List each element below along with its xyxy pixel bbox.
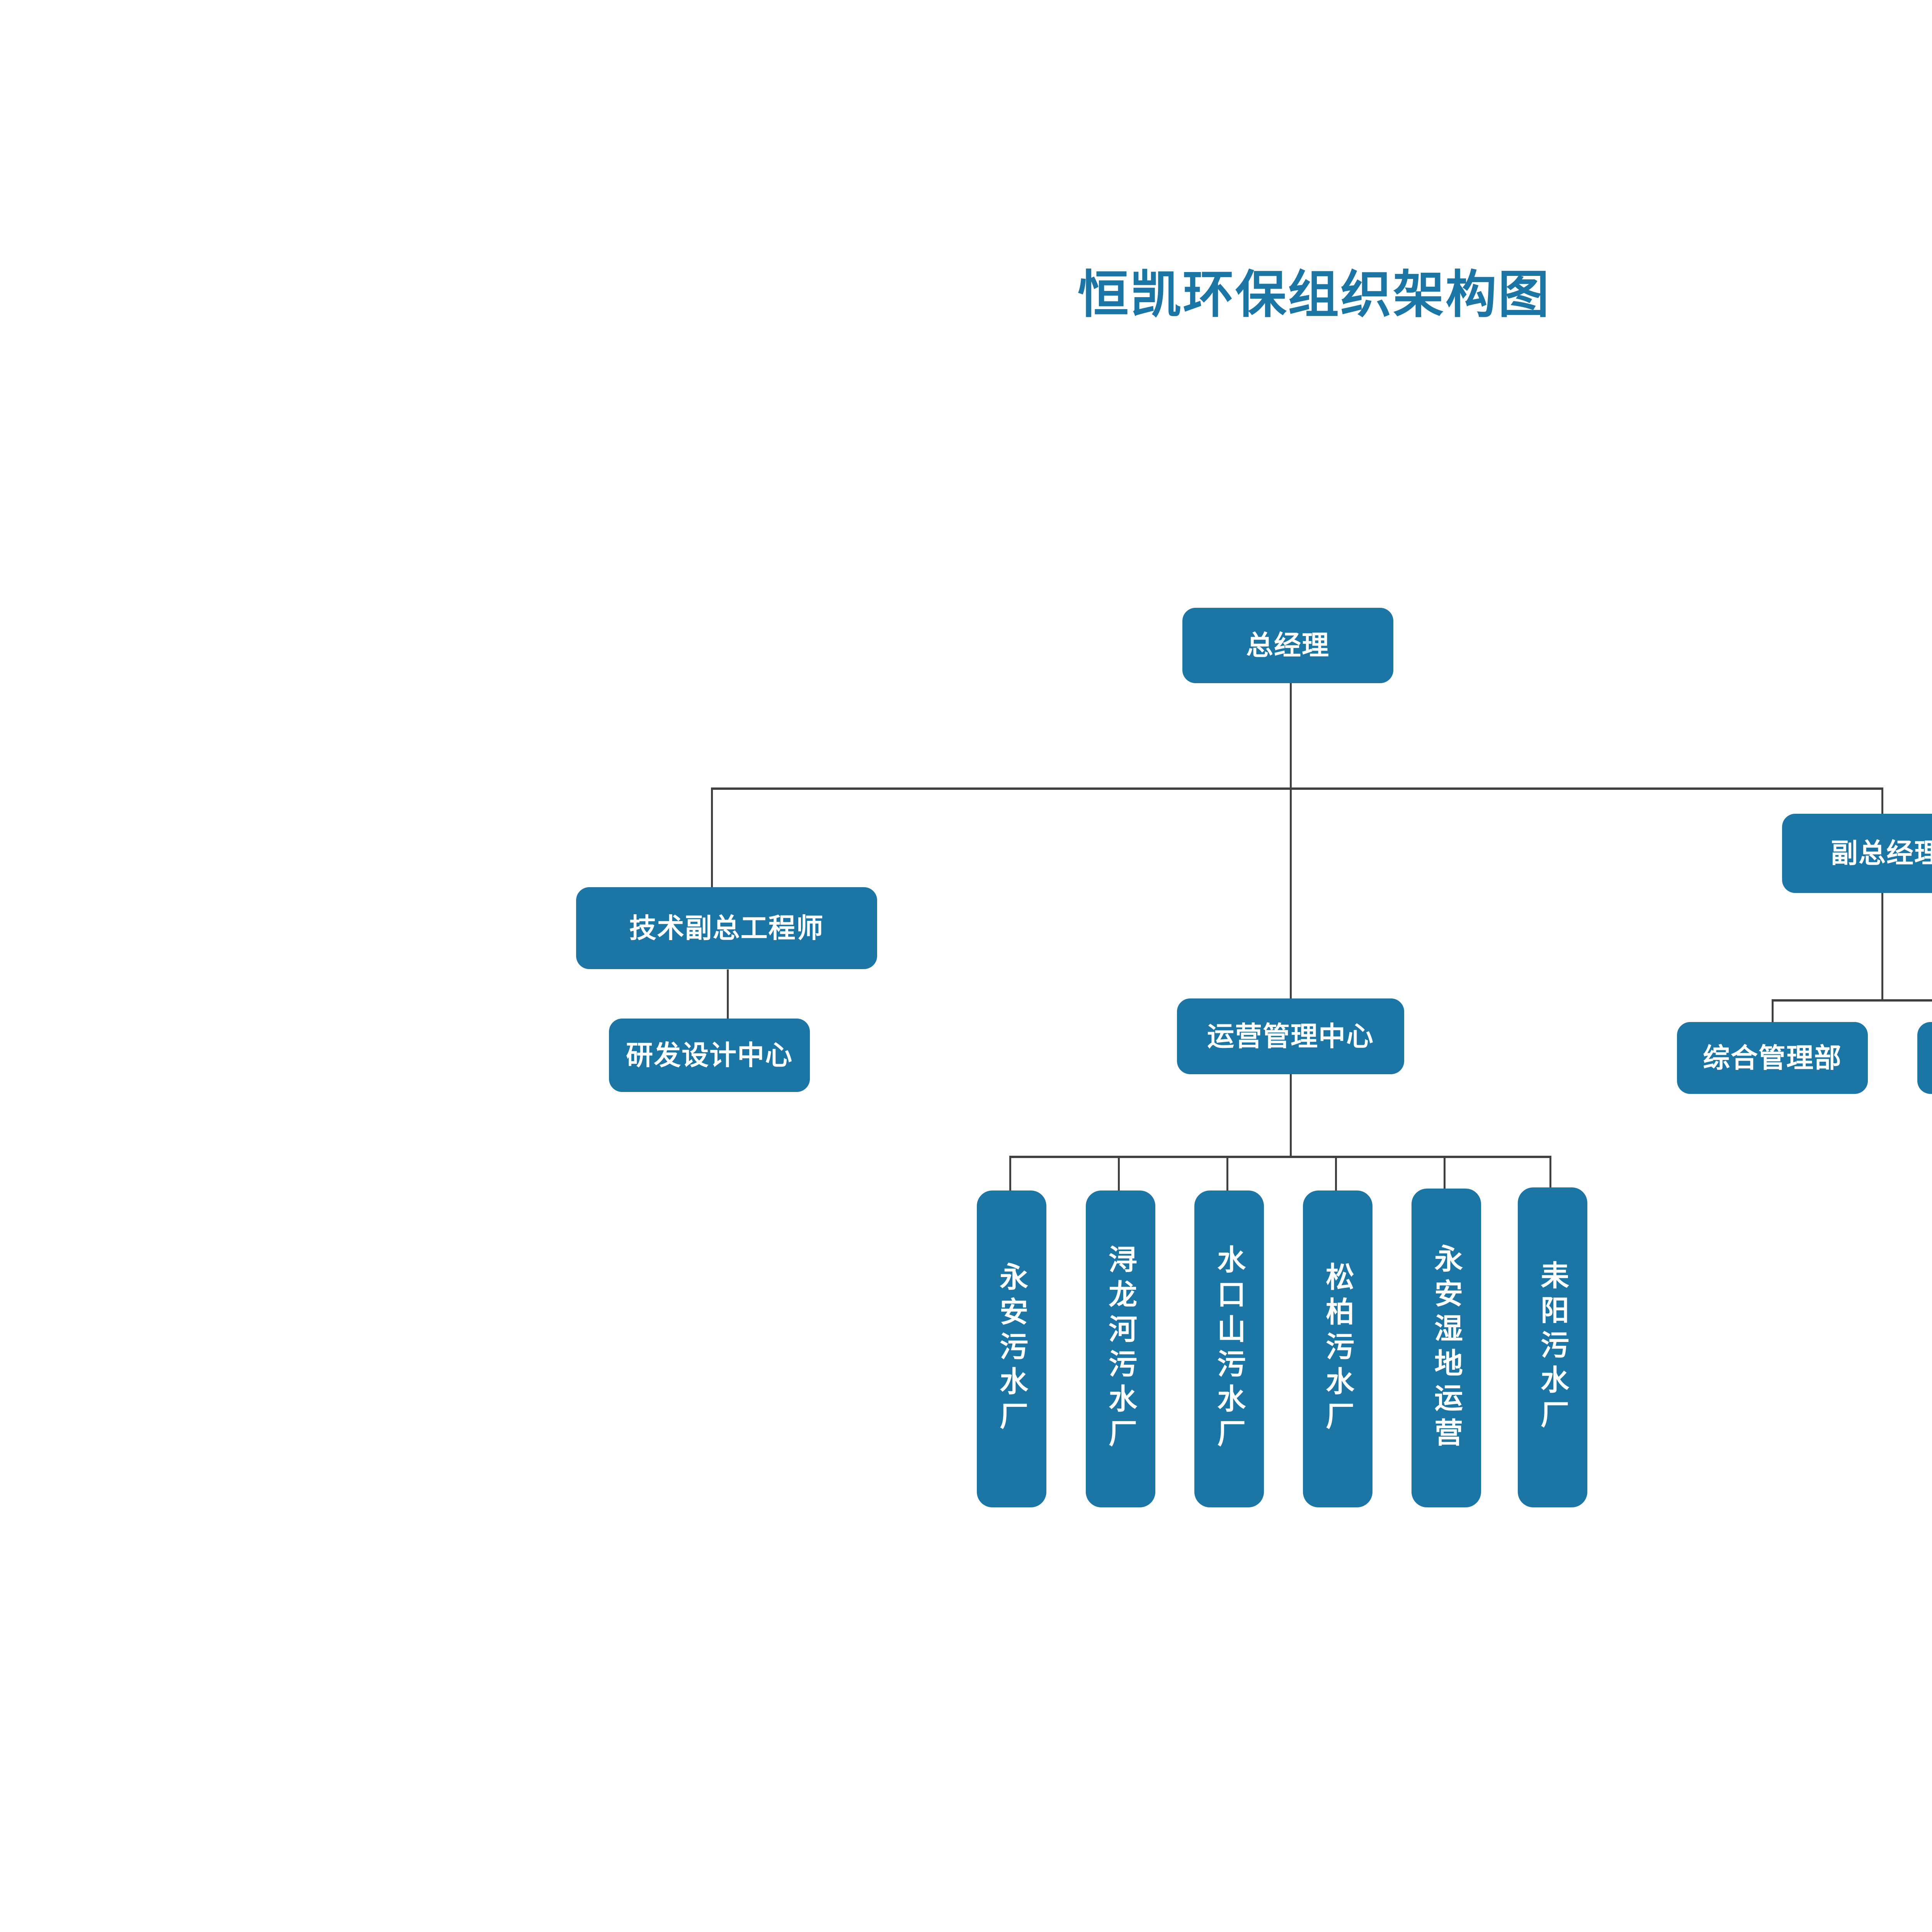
node-finance-assets-department[interactable]: 财务资产部 bbox=[1917, 1022, 1932, 1094]
page-title: 恒凯环保组织架构图 bbox=[1078, 266, 1551, 323]
node-plant-yongan-wetland-operations[interactable]: 永安湿地运营 bbox=[1412, 1189, 1481, 1507]
node-plant-songbai-wastewater[interactable]: 松柏污水厂 bbox=[1303, 1190, 1372, 1507]
connector-to-plant-6 bbox=[1549, 1156, 1551, 1191]
connector-to-plant-1 bbox=[1009, 1156, 1011, 1191]
node-deputy-general-manager[interactable]: 副总经理 bbox=[1782, 814, 1932, 893]
connector-techvp-to-rd bbox=[727, 969, 729, 1019]
connector-deputygm-stem bbox=[1881, 893, 1883, 1001]
connector-to-plant-5 bbox=[1444, 1156, 1446, 1191]
node-technical-deputy-chief-engineer[interactable]: 技术副总工程师 bbox=[576, 887, 877, 969]
connector-deputygm-bus bbox=[1772, 999, 1932, 1002]
node-plant-shuikoushan-wastewater[interactable]: 水口山污水厂 bbox=[1194, 1190, 1264, 1507]
connector-to-plant-2 bbox=[1118, 1156, 1120, 1191]
node-plant-leiyang-wastewater[interactable]: 耒阳污水厂 bbox=[1518, 1187, 1587, 1507]
node-operations-management-center[interactable]: 运营管理中心 bbox=[1177, 998, 1404, 1074]
connector-to-plant-3 bbox=[1226, 1156, 1228, 1191]
node-general-administration-department[interactable]: 综合管理部 bbox=[1677, 1022, 1868, 1094]
connector-to-plant-4 bbox=[1335, 1156, 1337, 1191]
node-general-manager[interactable]: 总经理 bbox=[1182, 608, 1393, 683]
connector-ops-stem bbox=[1290, 1074, 1292, 1157]
node-rd-design-center[interactable]: 研发设计中心 bbox=[609, 1019, 810, 1092]
connector-to-deputy-gm bbox=[1881, 787, 1883, 814]
connector-plants-bus bbox=[1009, 1156, 1551, 1158]
node-plant-yongan-wastewater[interactable]: 永安污水厂 bbox=[977, 1190, 1046, 1507]
connector-to-tech-vp bbox=[711, 787, 713, 887]
connector-to-general-admin bbox=[1772, 999, 1774, 1022]
node-plant-xunlonghe-wastewater[interactable]: 浔龙河污水厂 bbox=[1086, 1190, 1155, 1507]
connector-root-stem bbox=[1290, 681, 1292, 789]
connector-root-bus bbox=[711, 787, 1883, 790]
connector-to-ops-center bbox=[1290, 787, 1292, 1020]
